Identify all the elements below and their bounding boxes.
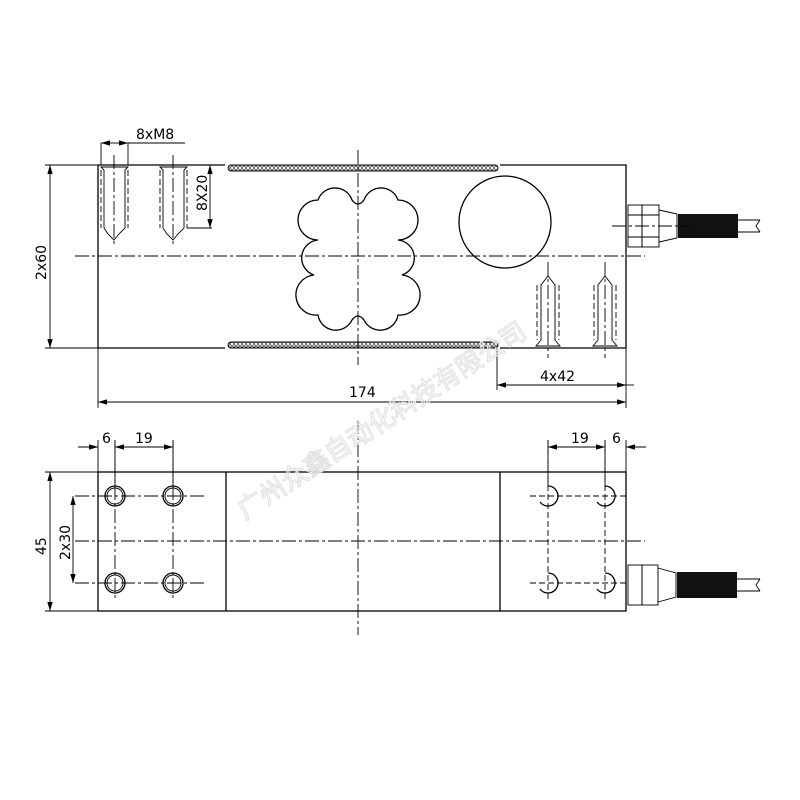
depth-label: 8X20 <box>195 175 211 211</box>
mounting-holes-right <box>530 440 626 600</box>
top-view: 8xM8 8X20 2x60 4x42 174 <box>34 127 761 408</box>
bottom-flexure-strip <box>227 341 499 349</box>
threaded-hole-left-1 <box>99 155 130 245</box>
dimensions-top: 8xM8 8X20 2x60 4x42 174 <box>34 127 634 408</box>
dimensions-bottom: 6 19 19 6 45 2x30 <box>34 431 646 612</box>
left-pitch-label: 19 <box>135 431 153 447</box>
cable-connector-top <box>612 204 761 248</box>
thread-label: 8xM8 <box>136 127 174 143</box>
bending-beam-cutout <box>295 187 421 331</box>
hole-spacing-label: 4x42 <box>540 369 575 385</box>
right-edge-label: 6 <box>612 431 621 447</box>
left-edge-label: 6 <box>102 431 111 447</box>
hole-spacing-bottom-label: 2x30 <box>58 525 74 560</box>
length-label: 174 <box>349 385 376 401</box>
body-outline <box>97 164 627 349</box>
bottom-view: 6 19 19 6 45 2x30 <box>34 420 761 635</box>
threaded-hole-right-2 <box>592 262 618 358</box>
right-pitch-label: 19 <box>571 431 589 447</box>
width-label: 45 <box>34 537 50 555</box>
body-outline-bottom <box>97 471 627 612</box>
cable-connector-bottom <box>627 564 761 606</box>
height-label: 2x60 <box>34 245 50 280</box>
threaded-hole-left-2 <box>158 155 189 245</box>
mounting-holes-left <box>75 440 205 600</box>
top-flexure-strip <box>227 164 499 172</box>
cable-bore-circle <box>458 175 552 269</box>
threaded-hole-right-1 <box>535 262 561 358</box>
